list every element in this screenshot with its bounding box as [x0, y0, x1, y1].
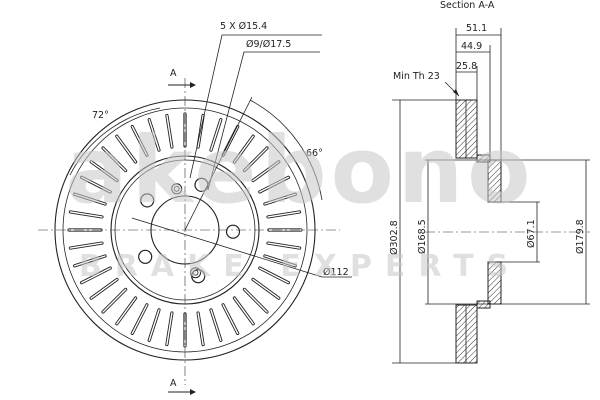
label-overall-thickness: 51.1 — [466, 23, 487, 34]
vent-slot-inner — [69, 211, 103, 218]
leader-center-holes — [207, 51, 320, 191]
bolt-hole — [138, 249, 153, 264]
label-hat-diameter: Ø168.5 — [417, 219, 428, 254]
centering-hole — [171, 183, 183, 195]
label-angle-66: 66° — [306, 148, 323, 159]
label-pcd: Ø112 — [323, 267, 349, 278]
arrow-min-thickness — [453, 89, 459, 96]
vent-slot-inner — [222, 304, 239, 335]
section-mark-top: A — [170, 68, 177, 79]
vent-slot-inner — [222, 125, 239, 156]
friction-ring-bottom — [455, 304, 478, 364]
vent-slot-inner — [102, 147, 127, 172]
vent-slot-inner — [252, 278, 280, 299]
vent-slot-inner — [73, 255, 106, 267]
label-hat-height: 44.9 — [461, 41, 482, 52]
vent-slot-inner — [80, 176, 111, 193]
vent-slot-inner — [210, 309, 222, 341]
watermark-tagline: BRAKE EXPERTS — [79, 249, 521, 284]
angle-ray-66 — [184, 96, 253, 231]
hat-wall-top — [476, 154, 491, 163]
vent-slot-inner — [116, 297, 137, 325]
section-arrow-top — [190, 82, 196, 88]
watermark-brand: akebono — [66, 117, 535, 224]
centering-hole-inner — [192, 269, 199, 276]
label-center-holes: Ø9/Ø17.5 — [246, 39, 291, 50]
vent-slot-inner — [90, 161, 118, 182]
vent-slot-inner — [210, 118, 222, 151]
section-mark-bottom: A — [170, 378, 177, 389]
bolt-hole — [140, 193, 155, 208]
friction-ring-top — [455, 99, 478, 159]
vent-slot-inner — [102, 288, 127, 313]
vent-slot-inner — [131, 304, 148, 335]
leader-pcd — [131, 217, 323, 278]
angle-arc-72 — [69, 107, 161, 176]
vent-slot-inner — [166, 114, 173, 148]
section-title: Section A-A — [440, 0, 495, 11]
vent-slot-inner — [69, 242, 103, 249]
label-disc-thickness: 25.8 — [456, 61, 477, 72]
front-view: A A 5 X Ø15.4 Ø9/Ø17.5 72° 66° Ø112 — [38, 21, 352, 395]
label-min-thickness: Min Th 23 — [393, 71, 440, 82]
vent-slot-inner — [264, 255, 296, 267]
leader-bolt-holes — [189, 34, 322, 179]
vent-slot-inner — [267, 242, 301, 249]
vent-slot-inner — [243, 147, 268, 172]
vent-slot-inner — [264, 193, 296, 205]
angle-arc-66 — [249, 99, 323, 201]
vent-slot-inner — [116, 135, 137, 163]
vent-slot-inner — [233, 135, 254, 163]
vent-slot-inner — [243, 288, 268, 313]
centering-hole-inner — [173, 185, 180, 192]
vent-slot-inner — [131, 125, 148, 156]
vent-slot-inner — [259, 176, 290, 193]
label-inner-diameter: Ø179.8 — [575, 219, 586, 254]
vent-slot-inner — [73, 193, 106, 205]
vent-slot-inner — [148, 309, 160, 341]
label-center-bore: Ø67.1 — [526, 219, 537, 248]
bolt-hole — [225, 224, 241, 239]
vent-slot-inner — [259, 267, 290, 284]
vent-slot-inner — [197, 312, 204, 346]
label-bolt-holes: 5 X Ø15.4 — [220, 21, 267, 32]
centering-hole — [190, 267, 201, 279]
watermark: akebono BRAKE EXPERTS — [66, 117, 535, 284]
vent-slot-inner — [252, 161, 280, 182]
bolt-holes — [138, 177, 241, 284]
vent-slot-inner — [166, 312, 173, 346]
label-outer-diameter: Ø302.8 — [389, 220, 400, 255]
section-arrow-bottom — [190, 389, 196, 395]
label-angle-72: 72° — [92, 110, 109, 121]
vent-slot-inner — [80, 267, 111, 284]
vent-slot-inner — [148, 118, 160, 151]
vent-slot-inner — [90, 278, 118, 299]
vent-slot-inner — [267, 211, 301, 218]
section-view: Section A-A 51.1 44.9 25.8 Min Th 23 — [389, 0, 590, 364]
vent-slot-inner — [233, 297, 254, 325]
